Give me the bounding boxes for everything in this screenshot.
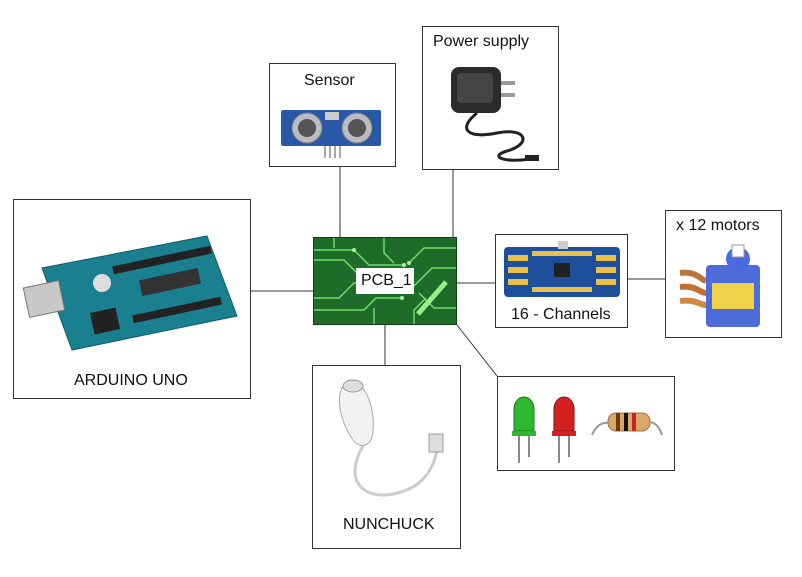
leds-resistor-icon: [512, 396, 663, 463]
arduino-board-icon: [22, 235, 238, 351]
nunchuck-label: NUNCHUCK: [343, 516, 435, 533]
pcb-icon: [314, 238, 456, 324]
power-supply-node: Power supply: [422, 26, 559, 170]
ultrasonic-sensor-icon: [281, 110, 381, 158]
motors-node: x 12 motors: [665, 210, 782, 338]
sensor-node: Sensor: [269, 63, 396, 167]
nunchuck-node: NUNCHUCK: [312, 365, 461, 549]
pcb-node: PCB_1: [313, 237, 457, 325]
servo-driver-board-icon: [504, 241, 620, 297]
power-supply-label: Power supply: [433, 33, 530, 50]
leds-link: [456, 324, 498, 377]
arduino-node: ARDUINO UNO: [13, 199, 251, 399]
leds-node: [497, 376, 675, 471]
channels-node: 16 - Channels: [495, 234, 628, 328]
motors-label: x 12 motors: [676, 217, 760, 234]
channels-label: 16 - Channels: [511, 306, 611, 323]
sensor-label: Sensor: [304, 72, 355, 89]
arduino-label: ARDUINO UNO: [74, 372, 188, 389]
pcb-label: PCB_1: [361, 272, 412, 289]
power-adapter-icon: [451, 67, 539, 162]
nunchuck-controller-icon: [338, 379, 444, 497]
servo-motor-icon: [679, 244, 760, 327]
